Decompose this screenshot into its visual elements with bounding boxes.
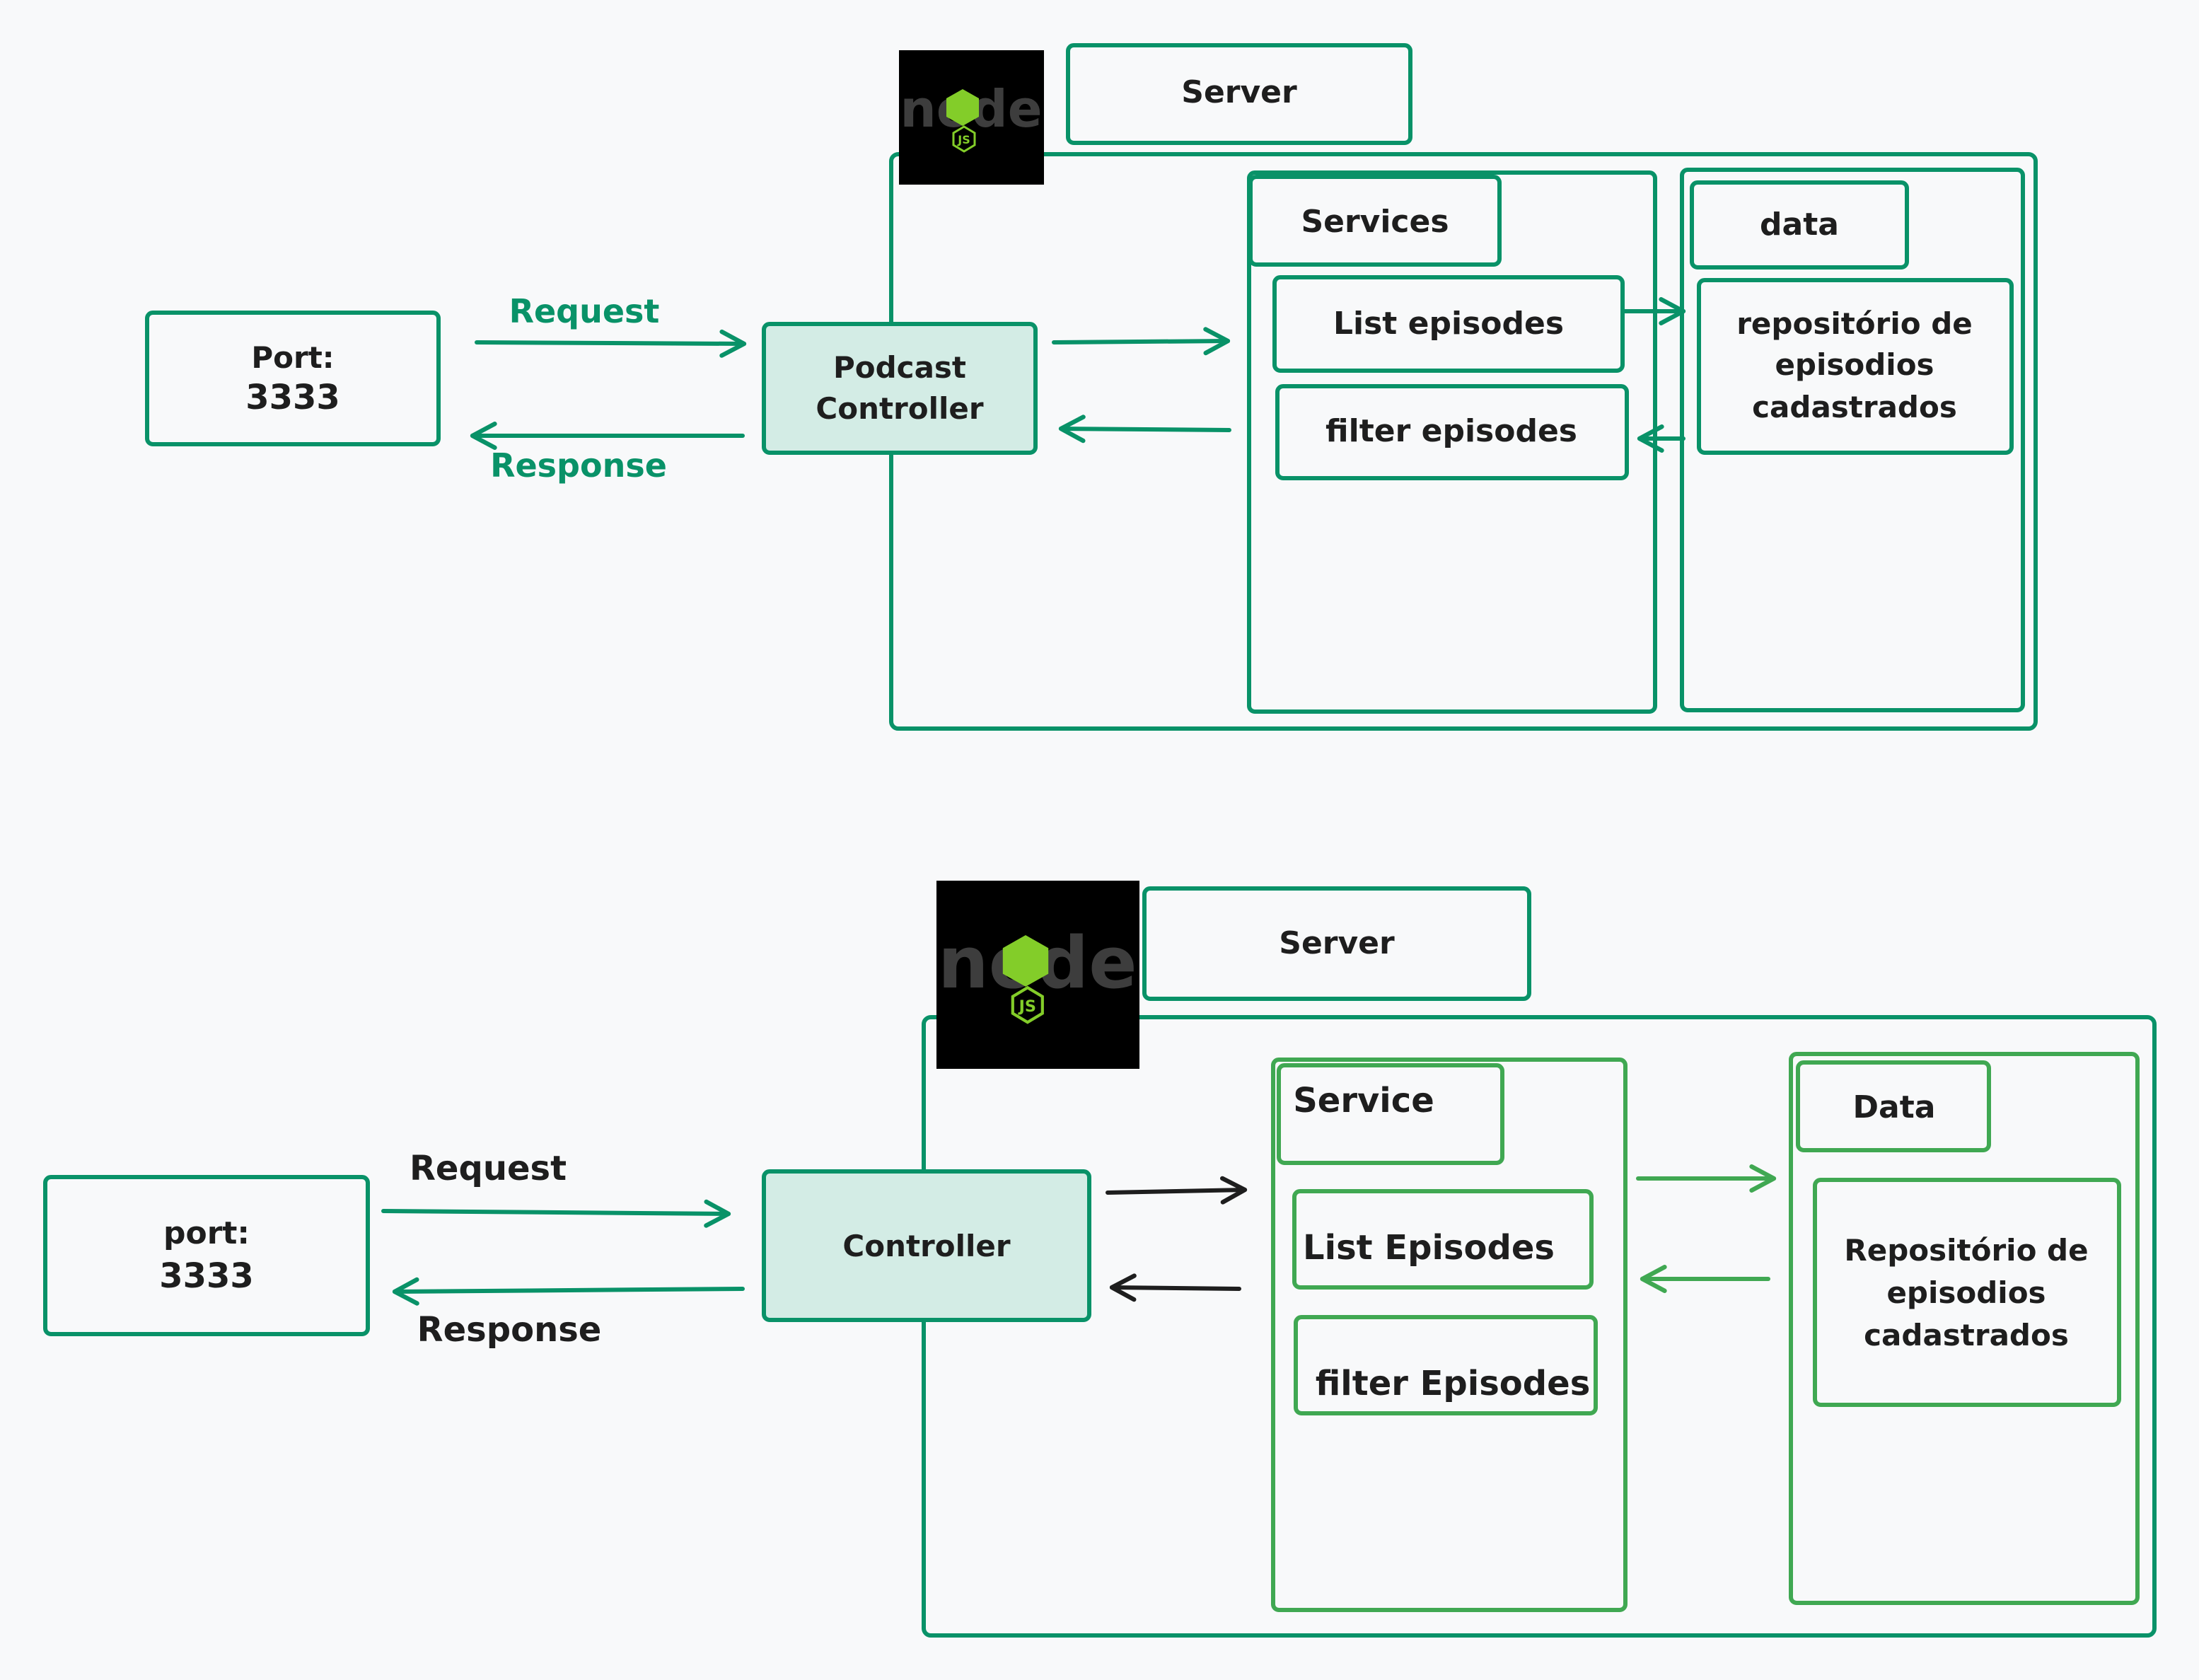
top-repository-line-3: cadastrados [1752,390,1957,424]
bottom-data-title: Data [1853,1089,1936,1125]
top-request-label: Request [509,292,660,330]
bottom-logo-badge: JS [1018,997,1036,1016]
bottom-filter-episodes-box [1294,1315,1598,1415]
bottom-server-container [922,1015,2157,1638]
bottom-controller-to-service-arrow [1106,1176,1248,1205]
top-controller-to-services-arrow [1052,327,1231,356]
bottom-server-title-box [1142,886,1531,1001]
bottom-service-column [1271,1058,1628,1612]
top-data-title-box [1690,180,1909,270]
bottom-filter-episodes-label: filter Episodes [1316,1364,1591,1403]
bottom-port-number: 3333 [159,1256,254,1296]
top-services-title: Services [1301,204,1449,240]
top-nodejs-logo-icon: node JS [899,50,1044,185]
bottom-response-label: Response [417,1310,602,1350]
top-list-episodes-box [1272,275,1625,373]
top-controller-label-2: Controller [816,391,984,426]
top-port-box [145,311,441,446]
bottom-service-title: Service [1293,1081,1434,1120]
bottom-nodejs-logo-icon: node JS [936,881,1139,1069]
top-server-title: Server [1181,74,1297,110]
top-repository-line-2: episodios [1775,347,1934,382]
top-request-arrow [475,329,747,358]
top-controller-label-1: Podcast [833,350,966,385]
top-logo-badge: JS [957,133,970,146]
top-response-label: Response [490,446,667,485]
bottom-repository-box [1813,1178,2121,1407]
bottom-controller-label: Controller [842,1229,1011,1263]
top-data-column [1680,168,2025,712]
bottom-list-episodes-box [1292,1189,1594,1290]
bottom-service-to-controller-arrow [1109,1273,1241,1302]
bottom-port-box [43,1175,370,1336]
bottom-data-column [1789,1052,2140,1605]
bottom-repository-line-2: episodios [1886,1275,2046,1310]
top-repository-line-1: repositório de [1736,306,1973,341]
top-diagram: node JS Server Port: 3333 Request Respon… [145,43,2038,731]
top-list-episodes-label: List episodes [1333,306,1564,342]
top-services-title-box [1248,175,1502,267]
bottom-request-arrow [381,1199,731,1228]
top-repository-box [1697,278,2014,455]
bottom-server-title: Server [1279,925,1395,961]
top-controller-box [762,322,1038,455]
top-port-number: 3333 [245,378,340,417]
top-filter-episodes-box [1275,384,1629,480]
top-data-title: data [1760,207,1839,243]
top-services-to-controller-arrow [1058,415,1231,444]
bottom-port-label: port: [163,1215,250,1251]
top-filter-episodes-label: filter episodes [1325,413,1577,449]
bottom-controller-box [762,1169,1091,1322]
bottom-repository-line-3: cadastrados [1864,1318,2069,1352]
bottom-request-label: Request [410,1149,567,1188]
bottom-data-title-box [1796,1060,1991,1152]
top-server-title-box [1066,43,1412,145]
bottom-service-title-box [1277,1063,1504,1165]
bottom-repository-line-1: Repositório de [1844,1233,2088,1268]
bottom-response-arrow [392,1277,745,1306]
bottom-diagram: node JS Server port: 3333 Request Respon… [43,881,2157,1638]
top-port-label: Port: [251,340,334,375]
bottom-list-episodes-label: List Episodes [1303,1228,1555,1268]
